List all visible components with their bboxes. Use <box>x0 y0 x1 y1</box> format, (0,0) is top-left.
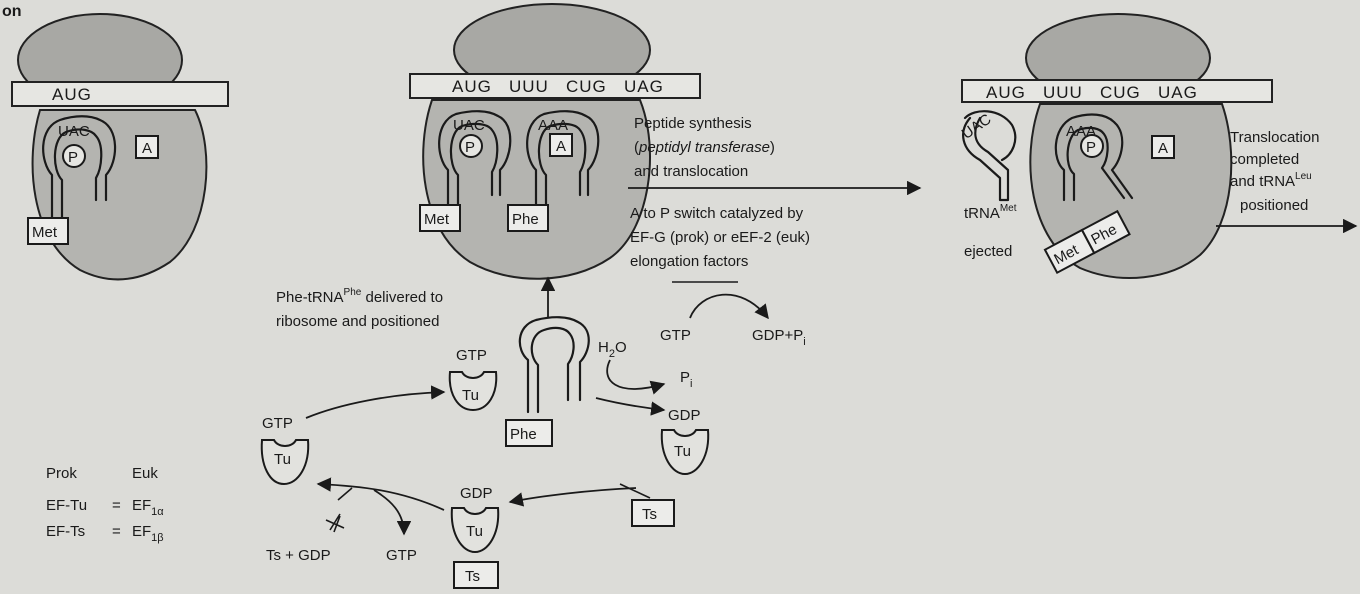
exchange-strike <box>338 488 352 500</box>
phe-label-cycle: Phe <box>510 426 537 443</box>
phe-label: Phe <box>512 211 539 228</box>
cycle-arrow-bottom-to-left <box>318 484 444 510</box>
factor-legend: Prok Euk EF-Tu = EF1α EF-Ts = EF1β <box>46 465 164 544</box>
delivery-line-1: Phe-tRNAPhe delivered to <box>276 287 443 306</box>
tu-bottom-gdp: GDP <box>460 485 493 502</box>
mrna-codons: AUG <box>52 85 92 104</box>
cycle-arrow-left-to-top <box>306 392 444 418</box>
hydrolysis-arrow <box>607 360 664 389</box>
ts-bottom-label: Ts <box>465 568 480 585</box>
ts-right-label: Ts <box>642 506 657 523</box>
cycle-arrow-to-gdp <box>596 398 664 410</box>
p-anticodon: UAC <box>453 117 485 134</box>
met-label: Met <box>32 224 58 241</box>
h2o-label: H2O <box>598 339 627 360</box>
exchange-star <box>326 514 344 532</box>
tu-top-label: Tu <box>462 387 479 404</box>
legend-row2-eq: = <box>112 523 121 540</box>
delivery-annotation: Phe-tRNAPhe delivered to ribosome and po… <box>276 278 548 330</box>
mrna-strand <box>12 82 228 106</box>
legend-row2-right: EF1β <box>132 523 164 544</box>
translocation-line-4: positioned <box>1240 197 1308 214</box>
switch-line-1: A to P switch catalyzed by <box>630 205 804 222</box>
synthesis-line-2: (peptidyl transferase) <box>634 139 775 156</box>
gtp-hydrolysis-arrow <box>690 295 768 318</box>
a-site-label: A <box>142 140 152 157</box>
ejected-word: ejected <box>964 243 1012 260</box>
anticodon-label: UAC <box>58 123 90 140</box>
cycle-arrow-to-bottom <box>510 488 636 502</box>
ef-g-gtp: GTP <box>660 327 691 344</box>
p-site-label: P <box>68 149 78 166</box>
switch-line-2: EF-G (prok) or eEF-2 (euk) <box>630 229 810 246</box>
mrna-codons: AUG UUU CUG UAG <box>452 77 664 96</box>
tu-top-gtp: GTP <box>456 347 487 364</box>
ef-tu-cycle: Phe GTP Tu GTP Tu H2O Pi GDP Tu Ts GDP T… <box>262 317 708 588</box>
a-anticodon: AAA <box>538 117 568 134</box>
ribosome-panel-translocated: AUG UUU CUG UAG UAC AAA P A Met Phe tRNA… <box>959 14 1272 278</box>
translocation-line-2: completed <box>1230 151 1299 168</box>
p-site-label: P <box>1086 139 1096 156</box>
tu-right-gdp: GDP <box>668 407 701 424</box>
synthesis-line-1: Peptide synthesis <box>634 115 752 132</box>
gtp-bottom-label: GTP <box>386 547 417 564</box>
a-site-label: A <box>1158 140 1168 157</box>
phe-trna-cycle <box>520 317 589 412</box>
a-site-label: A <box>556 138 566 155</box>
corner-label: on <box>2 3 22 20</box>
p-site-label: P <box>465 139 475 156</box>
legend-row1-right: EF1α <box>132 497 164 518</box>
switch-line-3: elongation factors <box>630 253 748 270</box>
delivery-line-2: ribosome and positioned <box>276 313 439 330</box>
translocation-line-1: Translocation <box>1230 129 1320 146</box>
translocation-annotation: Translocation completed and tRNALeu posi… <box>1216 129 1356 226</box>
gtp-exchange-arrow <box>374 490 404 534</box>
ts-gdp-label: Ts + GDP <box>266 547 331 564</box>
synthesis-annotation: Peptide synthesis (peptidyl transferase)… <box>628 115 920 348</box>
legend-row1-eq: = <box>112 497 121 514</box>
mrna-codons: AUG UUU CUG UAG <box>986 83 1198 102</box>
legend-row1-left: EF-Tu <box>46 497 87 514</box>
met-label: Met <box>424 211 450 228</box>
translocation-line-3: and tRNALeu <box>1230 171 1312 190</box>
tu-left-gtp: GTP <box>262 415 293 432</box>
legend-prok: Prok <box>46 465 77 482</box>
ef-g-gdp-pi: GDP+Pi <box>752 327 806 348</box>
ts-connector <box>620 484 650 498</box>
tu-left-label: Tu <box>274 451 291 468</box>
synthesis-line-3: and translocation <box>634 163 748 180</box>
pi-label: Pi <box>680 369 692 390</box>
legend-euk: Euk <box>132 465 158 482</box>
ribosome-panel-initiation: AUG UAC P A Met <box>12 14 228 279</box>
ejected-trna-label: tRNAMet <box>964 203 1017 222</box>
tu-right-label: Tu <box>674 443 691 460</box>
tu-bottom-label: Tu <box>466 523 483 540</box>
legend-row2-left: EF-Ts <box>46 523 85 540</box>
